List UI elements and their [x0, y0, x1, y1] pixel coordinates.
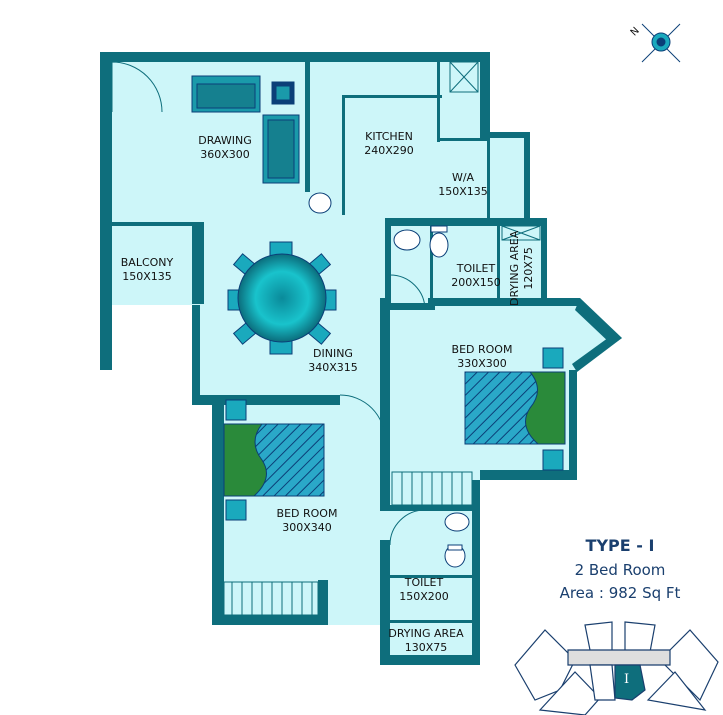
room-name: DINING	[313, 347, 353, 360]
room-size: 130X75	[404, 641, 448, 654]
room-name: TOILET	[404, 576, 444, 589]
room-size: 300X340	[282, 521, 332, 534]
sofa-set	[191, 75, 300, 184]
room-size: 150X135	[438, 185, 488, 198]
room-name: BALCONY	[120, 256, 174, 269]
windows	[105, 61, 541, 616]
room-size: 360X300	[200, 148, 250, 161]
dining-table	[227, 241, 337, 355]
bed-2	[223, 399, 325, 521]
room-size: 330X300	[457, 357, 507, 370]
sanitary-fixtures	[308, 192, 470, 568]
room-name: W/A	[451, 171, 475, 184]
room-name: DRYING AREA	[508, 230, 521, 306]
room-name: BED ROOM	[276, 507, 338, 520]
room-size: 240X290	[364, 144, 414, 157]
room-name: BED ROOM	[451, 343, 513, 356]
unit-area: Area : 982 Sq Ft	[559, 584, 681, 602]
room-name: TOILET	[456, 262, 496, 275]
room-size: 200X150	[451, 276, 501, 289]
room-size: 120X75	[522, 247, 535, 290]
room-size: 340X315	[308, 361, 358, 374]
room-name: DRAWING	[198, 134, 252, 147]
room-size: 150X135	[122, 270, 172, 283]
key-plan	[514, 621, 719, 715]
room-size: 150X200	[399, 590, 449, 603]
key-plan-unit-label: I	[624, 672, 630, 687]
unit-type: TYPE - I	[585, 536, 655, 555]
walls	[100, 52, 622, 665]
bedroom-count: 2 Bed Room	[574, 561, 666, 579]
room-name: KITCHEN	[365, 130, 413, 143]
compass-icon	[641, 23, 681, 63]
floor-area	[100, 52, 620, 665]
room-name: DRYING AREA	[388, 627, 464, 640]
bed-1	[464, 347, 566, 471]
